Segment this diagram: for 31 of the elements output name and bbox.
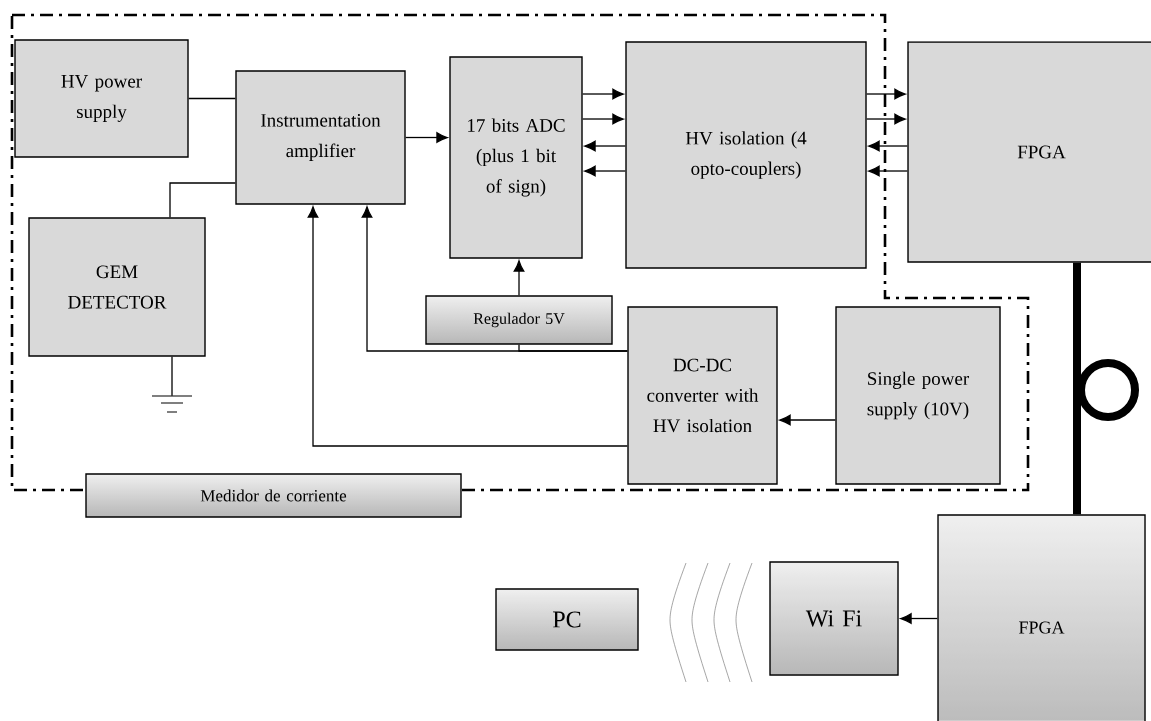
block-box: HV isolation (4 opto-couplers) — [625, 41, 867, 269]
block-box: DC-DC converter with HV isolation — [627, 306, 778, 485]
block-box: Medidor de corriente — [85, 473, 462, 518]
arrow — [405, 132, 448, 143]
ground-symbol — [151, 395, 193, 413]
arrow — [582, 113, 624, 125]
arrow — [779, 414, 836, 426]
arrow — [513, 260, 525, 296]
arrow — [900, 613, 938, 624]
connector-line — [169, 182, 236, 218]
block-box: FPGA — [937, 514, 1146, 721]
connector-line — [171, 356, 173, 397]
connector-line — [188, 97, 236, 100]
block-box: FPGA — [907, 41, 1151, 263]
block-box: PC — [495, 588, 639, 651]
arrow — [584, 165, 626, 177]
arrow — [866, 88, 906, 100]
block-box: GEM DETECTOR — [28, 217, 206, 357]
arrow — [584, 140, 626, 152]
arrow — [582, 88, 624, 100]
arrow — [866, 113, 906, 125]
block-box: Instrumentation amplifier — [235, 70, 406, 205]
connector-line — [518, 344, 628, 352]
arrow — [868, 165, 908, 177]
block-box: Regulador 5V — [425, 295, 613, 345]
arrow — [868, 140, 908, 152]
block-box: Single power supply (10V) — [835, 306, 1001, 485]
arrow — [307, 206, 628, 447]
block-box: 17 bits ADC (plus 1 bit of sign) — [449, 56, 583, 259]
block-box: HV power supply — [14, 39, 189, 158]
block-box: Wi Fi — [769, 561, 899, 676]
